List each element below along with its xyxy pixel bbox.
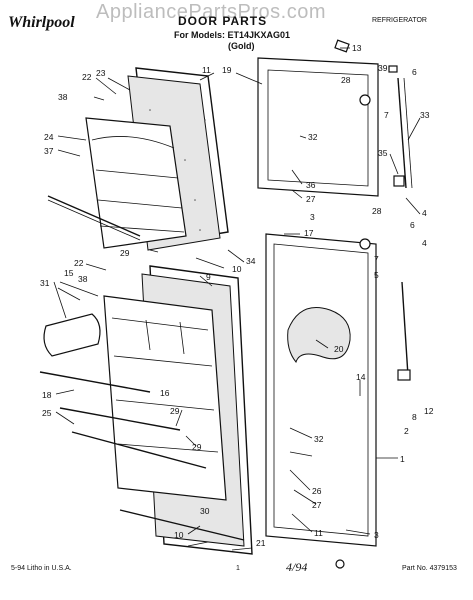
callout-label: 24 <box>44 132 54 142</box>
callout-label: 39 <box>378 63 388 73</box>
plug-28b <box>359 238 371 250</box>
callout-label: 31 <box>40 278 50 288</box>
page-title: DOOR PARTS <box>178 14 268 28</box>
footer-date: 5-94 Litho in U.S.A. <box>11 565 72 572</box>
callout-label: 27 <box>312 500 322 510</box>
callout-label: 4 <box>422 208 427 218</box>
callout-label: 17 <box>304 228 314 238</box>
leader-lines <box>53 47 421 551</box>
callout-label: 22 <box>74 258 84 268</box>
finish-line: (Gold) <box>228 41 255 51</box>
label-13 <box>334 39 350 53</box>
callout-label: 11 <box>202 65 211 75</box>
plug-28 <box>359 94 371 106</box>
callout-label: 8 <box>412 412 417 422</box>
callout-label: 6 <box>410 220 415 230</box>
callout-label: 33 <box>420 110 430 120</box>
freezer-hinge-rod <box>397 77 407 189</box>
shelf-bar-30 <box>119 509 245 541</box>
footer-page-number: 1 <box>236 565 240 572</box>
callout-label: 11 <box>314 528 323 538</box>
hinge-bracket-2 <box>397 369 411 381</box>
callout-label: 29 <box>170 406 180 416</box>
callout-label: 10 <box>174 530 184 540</box>
callout-label: 38 <box>78 274 88 284</box>
callout-label: 13 <box>352 43 362 53</box>
callout-label: 32 <box>308 132 318 142</box>
model-line: For Models: ET14JKXAG01 <box>174 30 291 40</box>
callout-label: 36 <box>306 180 316 190</box>
callout-label: 7 <box>384 110 389 120</box>
callout-label: 7 <box>374 254 379 264</box>
callout-label: 16 <box>160 388 170 398</box>
foot-3 <box>335 559 345 569</box>
callout-labels: 13 39 6 11 19 28 7 33 22 23 38 32 35 24 … <box>40 43 434 548</box>
fresh-food-shelves <box>111 317 219 453</box>
callout-label: 35 <box>378 148 388 158</box>
freezer-shelf-bar <box>47 195 141 237</box>
fresh-food-hinge-rod <box>401 281 409 377</box>
callout-label: 2 <box>404 426 409 436</box>
callout-label: 19 <box>222 65 232 75</box>
callout-label: 30 <box>200 506 210 516</box>
callout-label: 18 <box>42 390 52 400</box>
callout-label: 22 <box>82 72 92 82</box>
shelf-bar-18 <box>39 371 151 393</box>
callout-label: 28 <box>341 75 351 85</box>
callout-label: 27 <box>306 194 316 204</box>
callout-label: 12 <box>424 406 434 416</box>
brand-logo: Whirlpool <box>8 14 75 31</box>
callout-label: 1 <box>400 454 405 464</box>
callout-label: 9 <box>206 272 211 282</box>
callout-label: 26 <box>312 486 322 496</box>
shelf-bar-25 <box>71 431 207 469</box>
butter-compartment-cover <box>43 313 101 357</box>
insulation-patch <box>287 307 351 364</box>
fresh-food-door-liner <box>103 295 227 501</box>
callout-label: 3 <box>374 530 379 540</box>
freezer-outer-door <box>257 57 379 197</box>
callout-label: 23 <box>96 68 106 78</box>
callout-label: 21 <box>256 538 266 548</box>
callout-label: 3 <box>310 212 315 222</box>
callout-label: 10 <box>232 264 242 274</box>
callout-label: 4 <box>422 238 427 248</box>
hinge-bracket-35 <box>393 175 405 187</box>
watermark: AppliancePartsPros.com <box>96 1 326 23</box>
callout-label: 29 <box>192 442 202 452</box>
callout-label: 6 <box>412 67 417 77</box>
freezer-door-liner <box>85 117 187 249</box>
callout-label: 38 <box>58 92 68 102</box>
callout-label: 32 <box>314 434 324 444</box>
footer-part-number: Part No. 4379153 <box>402 565 457 572</box>
shelf-bar-16 <box>59 407 181 431</box>
callout-label: 5 <box>374 270 379 280</box>
callout-label: 25 <box>42 408 52 418</box>
category-label: REFRIGERATOR <box>372 17 427 24</box>
freezer-shelves <box>91 136 185 233</box>
callout-label: 28 <box>372 206 382 216</box>
callout-label: 34 <box>246 256 256 266</box>
callout-label: 14 <box>356 372 366 382</box>
fresh-food-outer-door <box>265 233 377 547</box>
footer-handwritten-mark: 4/94 <box>286 560 308 574</box>
callout-label: 29 <box>120 248 130 258</box>
callout-label: 15 <box>64 268 74 278</box>
callout-label: 37 <box>44 146 54 156</box>
callout-label: 20 <box>334 344 344 354</box>
hinge-pin-39 <box>388 65 398 73</box>
